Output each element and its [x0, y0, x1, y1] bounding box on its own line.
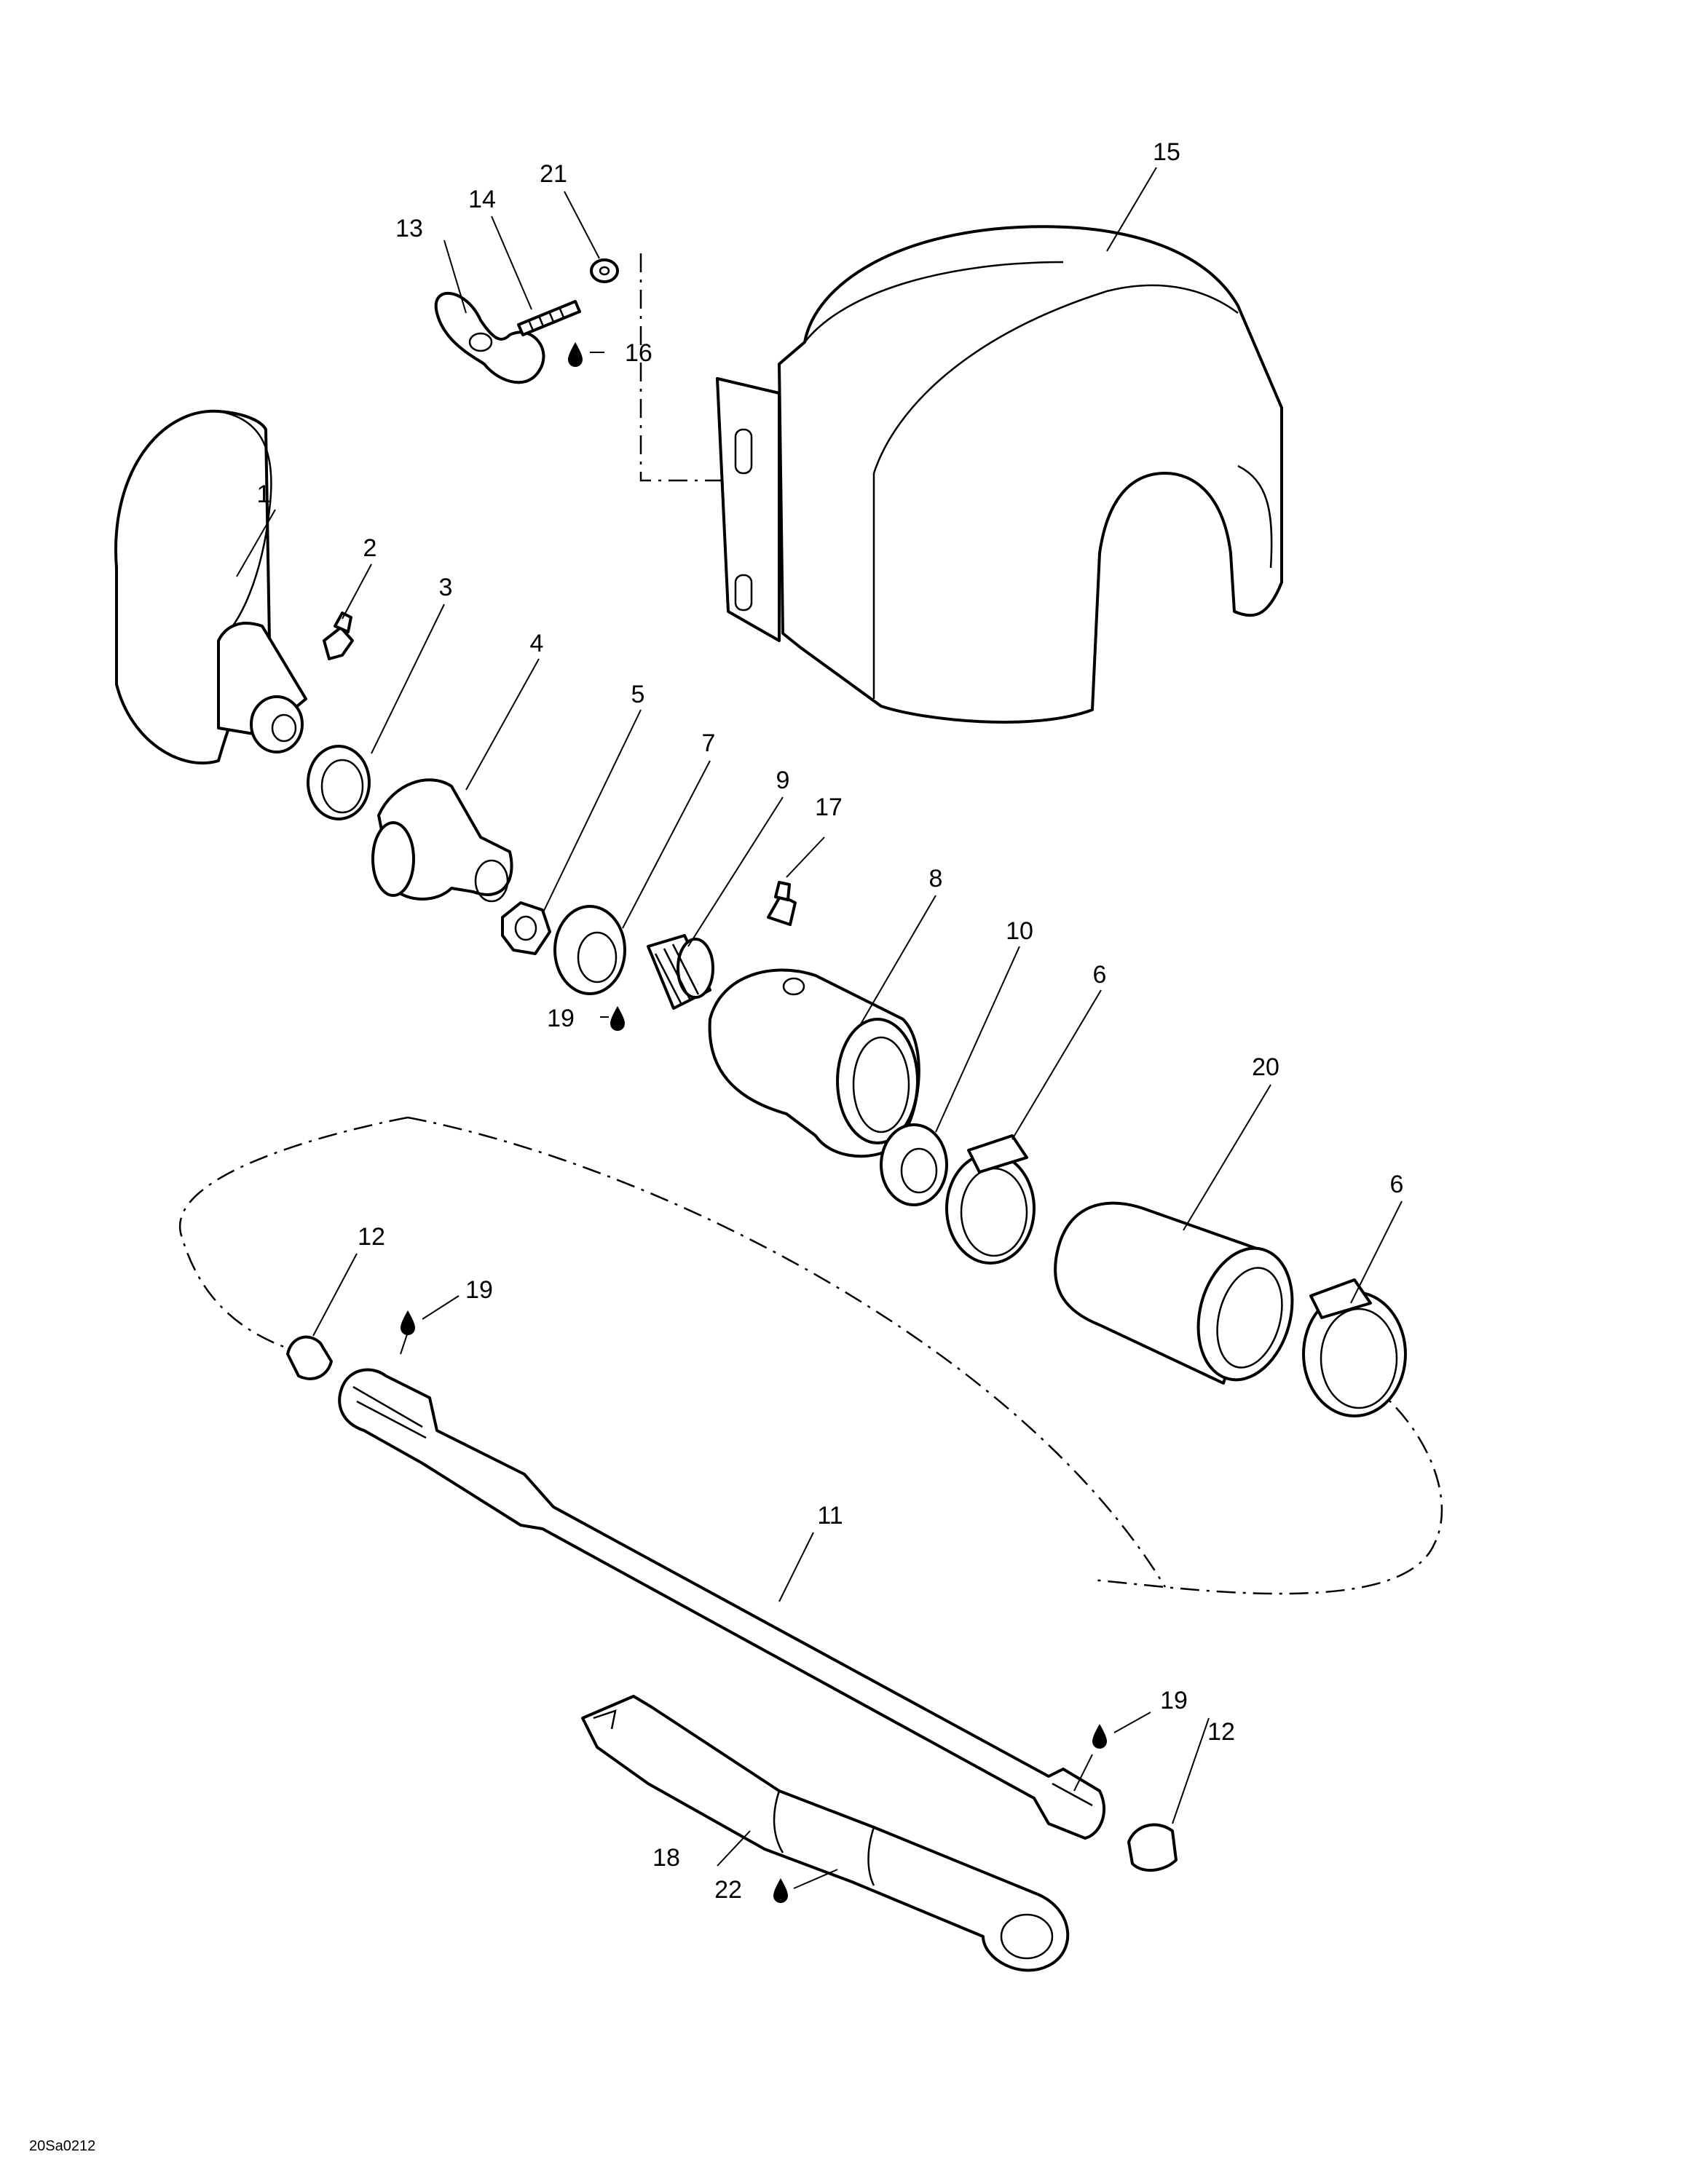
rubber-cap-lower: [1127, 1823, 1178, 1872]
assembly-line-shaft-loop: [179, 1116, 1443, 1595]
callout-20: 20: [1252, 1053, 1279, 1081]
leader-lines: [236, 167, 1403, 1889]
needle-bearing: [647, 934, 714, 1010]
lubricant-drop-icon: [773, 1878, 788, 1903]
assembly-line-bracket: [639, 253, 750, 482]
callout-3: 3: [439, 574, 453, 601]
callout-21: 21: [540, 160, 567, 188]
steering-handle-pad: [114, 409, 307, 765]
callout-2: 2: [363, 534, 377, 562]
callout-14: 14: [468, 186, 496, 213]
oil-seal-lower: [880, 1123, 948, 1206]
lubricant-drop-icon: [1092, 1724, 1107, 1749]
callout-19-shaft-upper: 19: [465, 1276, 493, 1304]
steering-shaft: [338, 1368, 1106, 1840]
rubber-cap-upper: [286, 1335, 333, 1380]
hose-clamp-small: [307, 745, 371, 820]
figure-code: 20Sa0212: [29, 2138, 95, 2154]
callout-11: 11: [817, 1502, 843, 1530]
callout-19-bearing: 19: [547, 1005, 575, 1032]
rubber-boot: [371, 778, 513, 903]
lubricant-drop-icon: [610, 1006, 625, 1031]
callout-10: 10: [1006, 917, 1033, 945]
hex-nut: [501, 901, 551, 955]
callout-6-upper: 6: [1093, 961, 1107, 989]
wing-nut: [434, 292, 545, 384]
grease-fitting-lower: [767, 881, 797, 926]
hose-clamp-lower: [1302, 1278, 1407, 1417]
lubricant-drop-icon: [568, 342, 583, 367]
callout-19-shaft-lower: 19: [1160, 1687, 1188, 1714]
hose-clamp-upper: [945, 1134, 1036, 1265]
callout-12-upper: 12: [358, 1223, 385, 1251]
rubber-sleeve: [1054, 1201, 1294, 1385]
callout-13: 13: [395, 215, 423, 242]
callout-18: 18: [652, 1844, 680, 1872]
callout-5: 5: [631, 681, 645, 708]
callout-8: 8: [929, 865, 943, 893]
callout-7: 7: [702, 729, 716, 757]
callout-17: 17: [815, 794, 843, 821]
callout-22: 22: [714, 1876, 742, 1904]
callout-1: 1: [257, 480, 271, 508]
callout-16: 16: [625, 339, 652, 367]
callout-4: 4: [530, 630, 544, 657]
callout-9: 9: [776, 767, 790, 794]
oil-seal-upper: [553, 905, 626, 995]
callout-15: 15: [1153, 138, 1180, 166]
callout-12-lower: 12: [1207, 1718, 1235, 1746]
lubricant-drop-icon: [401, 1310, 415, 1335]
grease-fitting-upper: [323, 612, 354, 660]
service-tool: [581, 1695, 1070, 1972]
flat-washer: [590, 258, 619, 283]
steering-cover: [716, 225, 1283, 724]
steering-support-housing: [708, 968, 920, 1158]
threaded-stud: [517, 300, 581, 336]
callout-6-lower: 6: [1390, 1171, 1404, 1198]
